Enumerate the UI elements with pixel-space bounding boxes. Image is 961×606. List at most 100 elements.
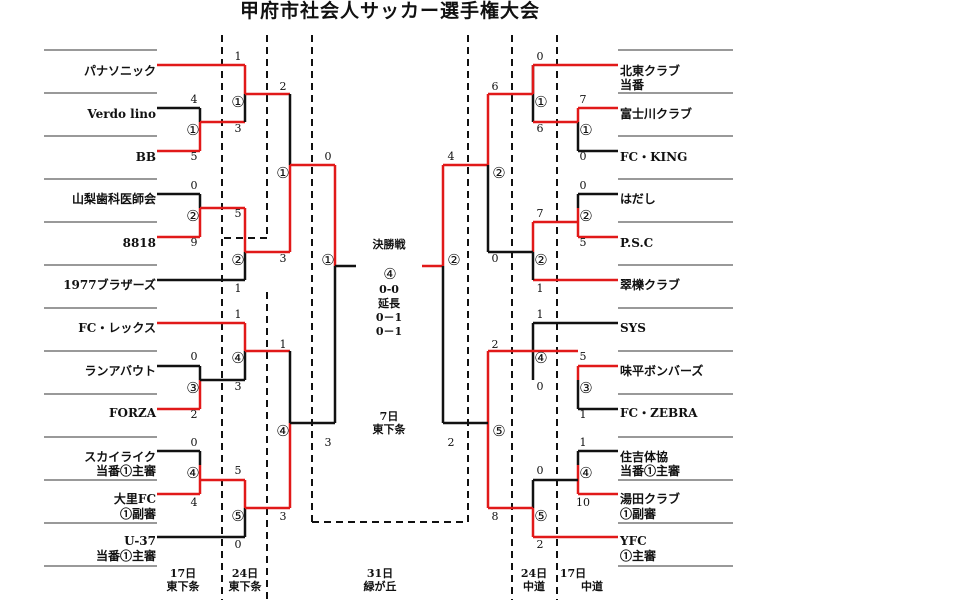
left-team-4: 山梨歯科医師会 [71, 192, 156, 206]
court-marker: ② [186, 207, 200, 225]
right-team-8: 味平ボンバーズ [620, 364, 704, 378]
left-score: 1 [279, 338, 287, 351]
court-marker: ③ [186, 379, 200, 397]
right-score: 1 [536, 308, 544, 321]
court-marker: ① [579, 121, 593, 139]
page-title: 甲府市社会人サッカー選手権大会 [239, 0, 540, 22]
final-court-marker: ④ [383, 265, 397, 283]
semifinal-date: 31日 [366, 567, 394, 580]
final-date: 7日 [379, 410, 399, 423]
right-team-10: 住吉体協 [620, 450, 669, 464]
left-team-3: BB [135, 150, 156, 164]
right-team-12: YFC [620, 534, 647, 548]
left-score: 2 [190, 408, 198, 421]
court-marker: ⑤ [231, 507, 245, 525]
right-score: 2 [491, 338, 499, 351]
right-score: 5 [579, 350, 587, 363]
right-team-1: 北東クラブ [620, 64, 681, 78]
right-team-2: 富士川クラブ [620, 107, 693, 121]
court-marker: ① [231, 93, 245, 111]
final-score-extra-1: 0－1 [375, 311, 403, 324]
court-marker: ① [186, 121, 200, 139]
left-team-5: 8818 [122, 236, 156, 250]
right-team-7: SYS [620, 321, 646, 335]
left-score: 3 [234, 122, 242, 135]
left-score: 1 [234, 50, 242, 63]
left-team-10: スカイライク [84, 450, 156, 464]
right-score: 8 [491, 510, 499, 523]
left-team-12-role: 当番①主審 [95, 549, 156, 563]
round2-left-venue: 東下条 [228, 580, 262, 593]
right-team-11-role: ①副審 [620, 507, 657, 521]
round1-right-venue: 中道 [581, 580, 603, 593]
court-marker: ② [447, 251, 461, 269]
right-score: 1 [579, 408, 587, 421]
right-team-6: 翠櫟クラブ [620, 278, 681, 292]
round1-left-venue: 東下条 [166, 580, 200, 593]
right-score: 0 [491, 252, 499, 265]
right-team-3: FC・KING [620, 150, 688, 164]
left-score: 1 [234, 308, 242, 321]
court-marker: ① [534, 93, 548, 111]
left-team-11-role: ①副審 [119, 507, 156, 521]
left-team-12: U-37 [124, 534, 156, 548]
right-team-1-role: 当番 [620, 78, 645, 92]
right-team-11: 湯田クラブ [620, 492, 681, 506]
left-score: 2 [279, 80, 287, 93]
right-team-12-role: ①主審 [620, 549, 657, 563]
final-extra-time-label: 延長 [378, 297, 400, 310]
right-score: 6 [491, 80, 499, 93]
right-score: 6 [536, 122, 544, 135]
round1-left-date: 17日 [169, 567, 197, 580]
left-score: 3 [279, 252, 287, 265]
right-score: 5 [579, 236, 587, 249]
court-marker: ② [231, 251, 245, 269]
left-score: 1 [234, 282, 242, 295]
court-marker: ⑤ [534, 507, 548, 525]
right-score: 0 [536, 380, 544, 393]
right-score: 7 [536, 207, 544, 220]
left-score: 0 [324, 150, 332, 163]
left-score: 9 [190, 236, 198, 249]
left-team-10-role: 当番①主審 [95, 464, 156, 478]
right-team-5: P.S.C [620, 236, 654, 250]
final-score-extra-2: 0－1 [375, 325, 403, 338]
right-score: 2 [447, 436, 455, 449]
left-score: 4 [190, 93, 198, 106]
left-team-6: 1977ブラザーズ [63, 278, 156, 292]
court-marker: ② [534, 251, 548, 269]
left-score: 4 [190, 496, 198, 509]
left-score: 3 [279, 510, 287, 523]
left-score: 5 [234, 464, 242, 477]
left-team-1: パナソニック [83, 64, 156, 78]
left-score: 0 [190, 436, 198, 449]
right-score: 0 [579, 150, 587, 163]
court-marker: ⑤ [492, 422, 506, 440]
court-marker: ④ [231, 349, 245, 367]
court-marker: ④ [276, 422, 290, 440]
left-score: 5 [234, 207, 242, 220]
court-marker: ④ [186, 464, 200, 482]
left-team-11: 大里FC [113, 492, 156, 506]
left-team-9: FORZA [108, 406, 156, 420]
right-score: 0 [536, 50, 544, 63]
right-score: 2 [536, 538, 544, 551]
right-score: 0 [579, 179, 587, 192]
left-team-2: Verdo lino [87, 107, 156, 121]
court-marker: ② [579, 207, 593, 225]
round2-right-venue: 中道 [523, 580, 545, 593]
court-marker: ③ [579, 379, 593, 397]
final-score-regular: 0-0 [379, 283, 399, 296]
court-marker: ① [276, 164, 290, 182]
right-team-4: はだし [620, 192, 656, 206]
right-team-10-role: 当番①主審 [620, 464, 681, 478]
right-team-9: FC・ZEBRA [620, 406, 698, 420]
final-label: 決勝戦 [372, 238, 406, 251]
court-marker: ② [492, 164, 506, 182]
right-score: 1 [579, 436, 587, 449]
right-score: 4 [447, 150, 455, 163]
court-marker: ④ [579, 464, 593, 482]
left-score: 3 [324, 436, 332, 449]
left-team-7: FC・レックス [78, 321, 156, 335]
